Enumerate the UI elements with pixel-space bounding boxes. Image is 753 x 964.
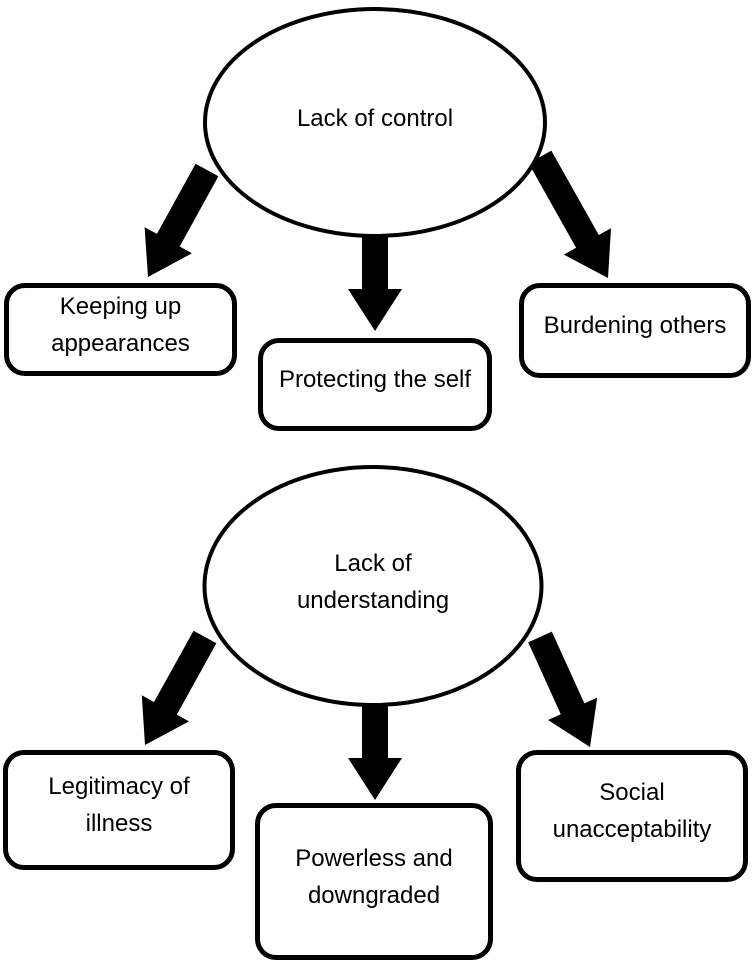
arrow-understanding-to-social [528,631,598,747]
box-social-unacceptability-label: Social unacceptability [552,779,712,843]
arrow-control-to-protecting [348,236,402,331]
box-burdening-others-label: Burdening others [543,312,727,339]
box-burdening-others: Burdening others [519,283,751,378]
box-protecting-the-self-label: Protecting the self [278,366,472,393]
ellipse-lack-of-understanding-shape [202,465,544,707]
box-powerless-downgraded: Powerless and downgraded [255,803,493,960]
box-protecting-the-self: Protecting the self [258,338,492,431]
box-keeping-up-appearances-label: Keeping up appearances [51,292,190,357]
arrow-understanding-to-powerless [348,703,402,800]
arrow-control-to-burdening [528,150,611,278]
box-powerless-downgraded-label: Powerless and downgraded [295,844,453,909]
box-legitimacy-of-illness-label: Legitimacy of illness [48,773,190,837]
box-keeping-up-appearances: Keeping up appearances [4,283,237,376]
arrow-understanding-to-legitimacy [141,630,217,745]
ellipse-lack-of-control-shape [203,7,547,238]
arrow-control-to-keeping-up [144,163,219,277]
box-social-unacceptability: Social unacceptability [516,750,748,882]
box-legitimacy-of-illness: Legitimacy of illness [3,750,235,870]
